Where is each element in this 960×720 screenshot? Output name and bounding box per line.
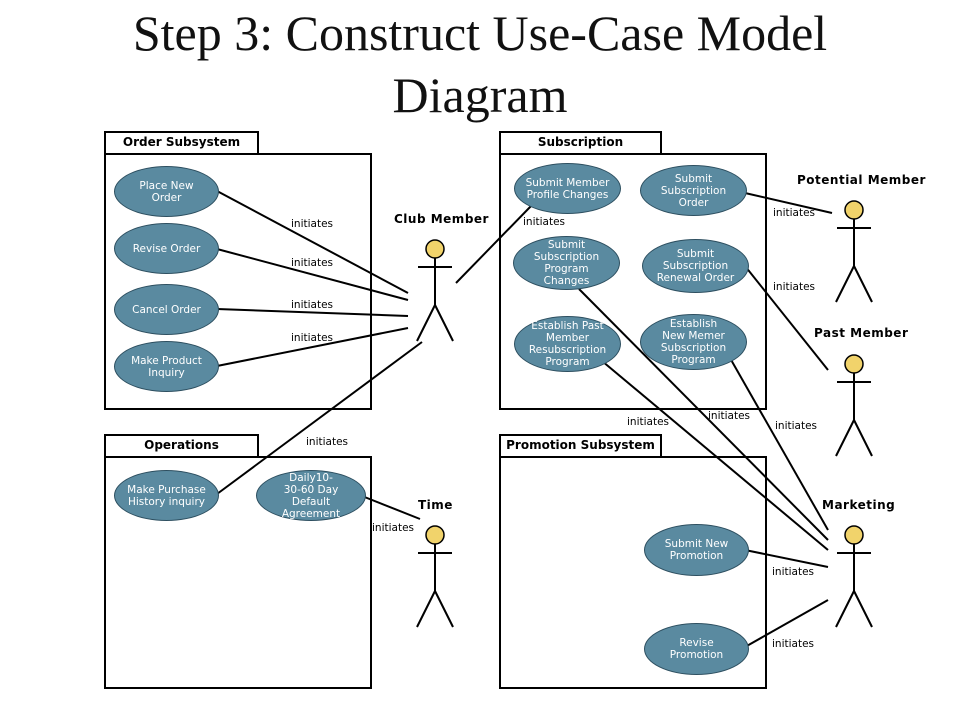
association-establish-past-member [601,360,829,551]
actor-label-time: Time [418,498,453,512]
actor-club-member-figure [416,239,454,342]
association-make-purchase-history [216,341,423,495]
relationship-label: initiates [772,566,815,578]
package-tab-promotion-subsystem: Promotion Subsystem [499,434,662,458]
page-title-line-2: Diagram [392,67,568,123]
page-title-line-1: Step 3: Construct Use-Case Model [132,5,828,61]
association-establish-new-memer [729,357,829,531]
use-case-submit-subscription-order: Submit Subscription Order [640,165,747,216]
actor-time-figure [416,525,454,628]
use-case-submit-new-promotion: Submit New Promotion [644,524,749,576]
association-submit-renewal-order [744,265,829,371]
relationship-label: initiates [306,436,349,448]
use-case-submit-subscription-program-changes: Submit Subscription Program Changes [513,236,620,290]
use-case-place-new-order: Place New Order [114,166,219,217]
use-case-establish-new-memer-subscription-program: Establish New Memer Subscription Program [640,314,747,370]
relationship-label: initiates [372,522,415,534]
association-submit-subscription-order [744,192,833,214]
use-case-submit-subscription-renewal-order: Submit Subscription Renewal Order [642,239,749,293]
use-case-make-purchase-history-inquiry: Make Purchase History inquiry [114,470,219,521]
use-case-make-product-inquiry: Make Product Inquiry [114,341,219,392]
association-revise-order [216,248,409,301]
actor-label-marketing: Marketing [822,498,896,512]
use-case-submit-member-profile-changes: Submit Member Profile Changes [514,163,621,214]
association-revise-promotion [744,599,829,648]
actor-label-potential-member: Potential Member [797,173,926,187]
association-submit-new-promotion [744,549,829,568]
actor-potential-member-figure [835,200,873,303]
actor-past-member-figure [835,354,873,457]
use-case-cancel-order: Cancel Order [114,284,219,335]
relationship-label: initiates [627,416,670,428]
actor-marketing-figure [835,525,873,628]
actor-label-club-member: Club Member [394,212,489,226]
relationship-label: initiates [773,281,816,293]
use-case-revise-promotion: Revise Promotion [644,623,749,675]
use-case-generate-daily-default-agreement-report: Generate Daily10- 30-60 Day Default Agre… [256,460,366,532]
association-submit-member-profile [455,204,533,284]
association-place-new-order [216,190,409,294]
actor-label-past-member: Past Member [814,326,909,340]
association-subscription-program-changes [578,288,829,541]
relationship-label: initiates [708,410,751,422]
relationship-label: initiates [291,299,334,311]
package-tab-order-subsystem: Order Subsystem [104,131,259,155]
use-case-establish-past-member-resubscription-program: Establish Past Member Resubscription Pro… [514,316,621,372]
relationship-label: initiates [775,420,818,432]
association-make-product-inquiry [216,327,409,367]
relationship-label: initiates [291,218,334,230]
association-cancel-order [216,308,409,317]
relationship-label: initiates [523,216,566,228]
relationship-label: initiates [773,207,816,219]
association-generate-report [361,495,421,520]
use-case-revise-order: Revise Order [114,223,219,274]
relationship-label: initiates [772,638,815,650]
relationship-label: initiates [291,257,334,269]
relationship-label: initiates [291,332,334,344]
